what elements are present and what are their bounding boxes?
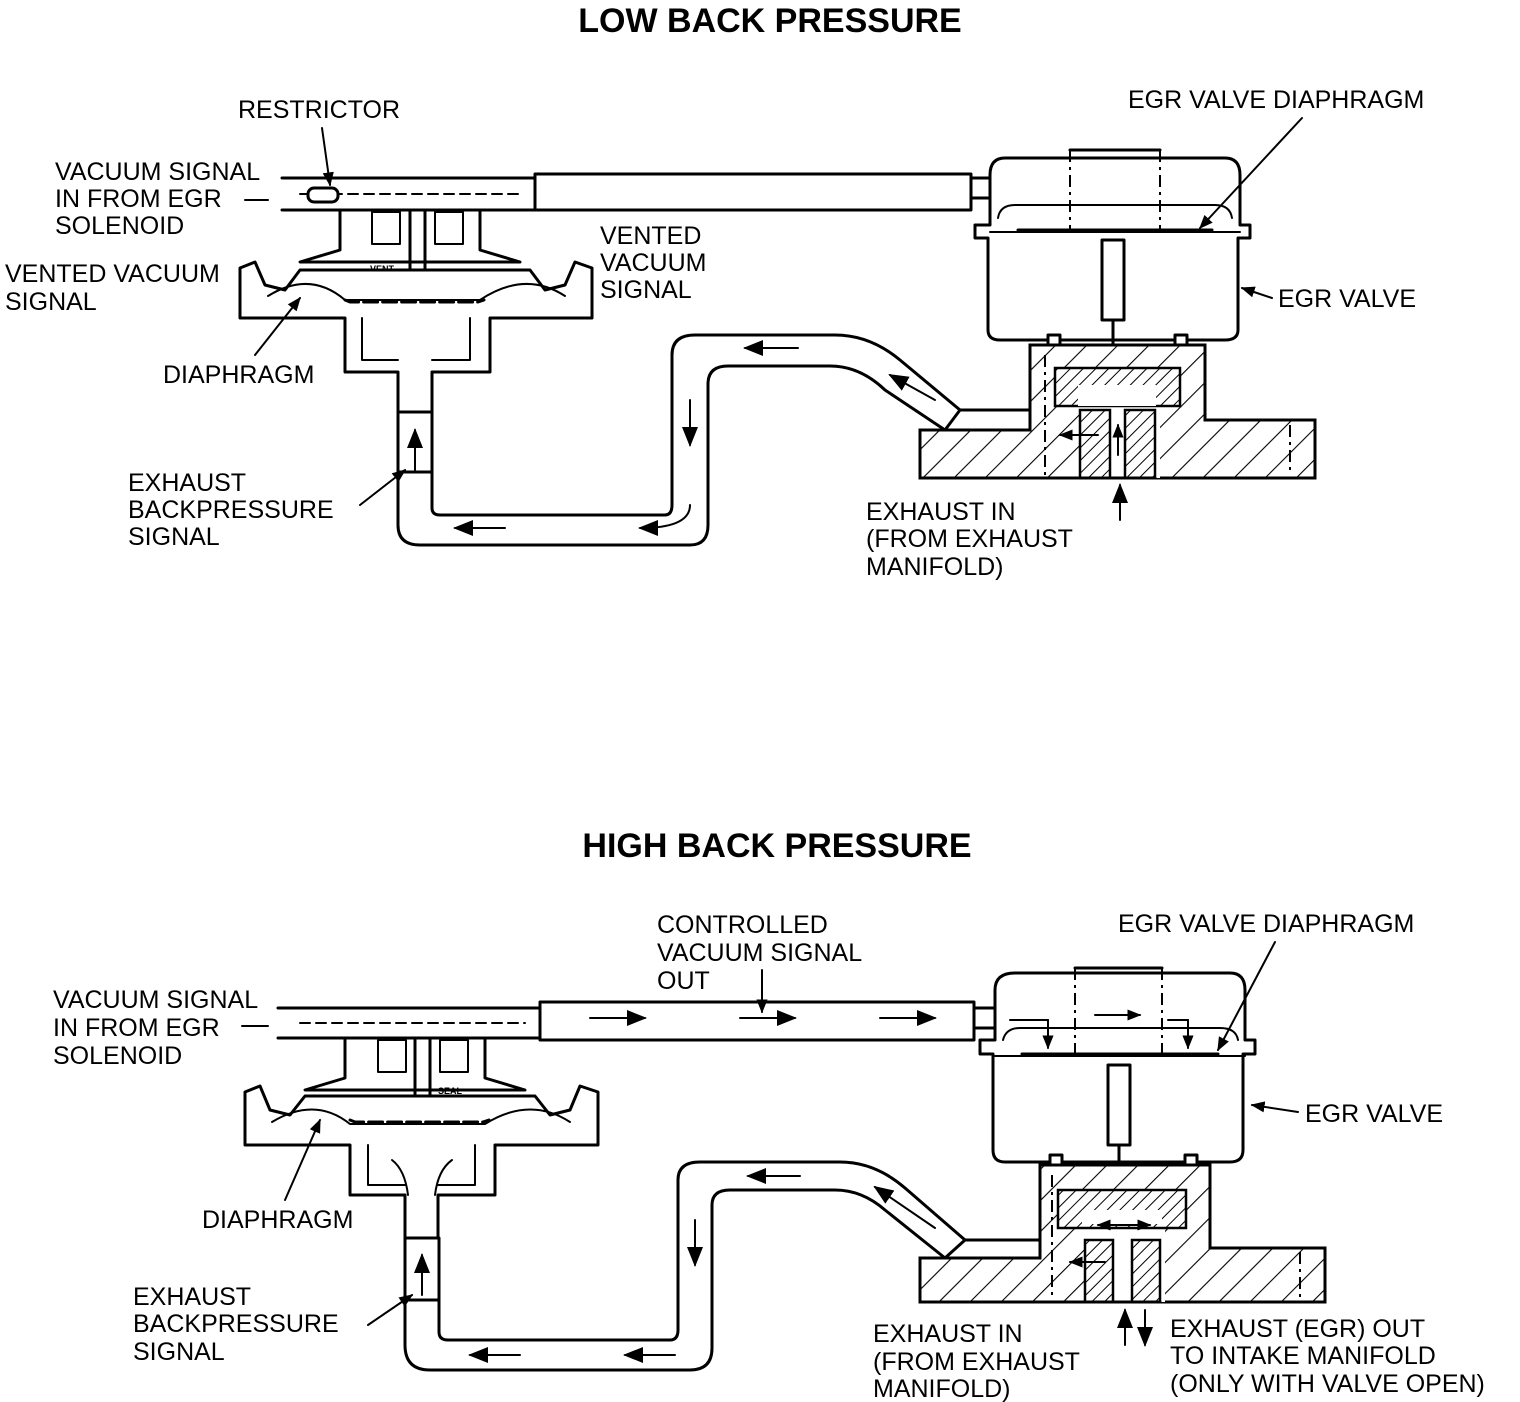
high-egr-diaphragm-label: EGR VALVE DIAPHRAGM xyxy=(1118,910,1414,938)
low-vented-right-label-1: VENTED xyxy=(600,222,701,250)
high-egr-out-label-1: EXHAUST (EGR) OUT xyxy=(1170,1315,1425,1343)
high-pressure-section: HIGH BACK PRESSURE SEAL xyxy=(53,827,1485,1402)
low-backpressure-label-2: BACKPRESSURE xyxy=(128,496,334,524)
low-vented-left-label-2: SIGNAL xyxy=(5,288,97,316)
high-diaphragm-label: DIAPHRAGM xyxy=(202,1206,353,1234)
high-egr-out-label-2: TO INTAKE MANIFOLD xyxy=(1170,1342,1436,1370)
high-backpressure-label-1: EXHAUST xyxy=(133,1283,251,1311)
high-egr-valve-label: EGR VALVE xyxy=(1305,1100,1443,1128)
high-bp-line-inner xyxy=(437,1160,967,1342)
high-backpressure-label-3: SIGNAL xyxy=(133,1338,225,1366)
high-backpressure-label-2: BACKPRESSURE xyxy=(133,1310,339,1338)
low-exhaust-in-label-3: MANIFOLD) xyxy=(866,553,1004,581)
low-vented-right-label-2: VACUUM xyxy=(600,249,706,277)
low-bp-line-inner xyxy=(430,333,962,517)
low-egr-diaphragm-label: EGR VALVE DIAPHRAGM xyxy=(1128,86,1424,114)
low-vented-right-label-3: SIGNAL xyxy=(600,276,692,304)
high-vacuum-in-label-1: VACUUM SIGNAL xyxy=(53,986,258,1014)
high-vacuum-hose xyxy=(538,1000,976,1042)
high-exhaust-in-label-3: MANIFOLD) xyxy=(873,1375,1011,1402)
low-diaphragm-label: DIAPHRAGM xyxy=(163,361,314,389)
low-exhaust-in-label-2: (FROM EXHAUST xyxy=(866,525,1073,553)
low-exhaust-in-label-1: EXHAUST IN xyxy=(866,498,1016,526)
high-controlled-label-2: VACUUM SIGNAL xyxy=(657,939,862,967)
high-valve-stem xyxy=(1106,1063,1132,1147)
low-valve-stem xyxy=(1100,238,1126,322)
high-exhaust-in-label-1: EXHAUST IN xyxy=(873,1320,1023,1348)
high-exhaust-in-label-2: (FROM EXHAUST xyxy=(873,1348,1080,1376)
low-vacuum-in-label-2: IN FROM EGR xyxy=(55,185,222,213)
high-controlled-label-3: OUT xyxy=(657,967,710,995)
low-pressure-section: LOW BACK PRESSURE VENT xyxy=(5,2,1424,581)
high-title: HIGH BACK PRESSURE xyxy=(582,827,971,865)
low-egr-valve-label: EGR VALVE xyxy=(1278,285,1416,313)
low-bp-line-outer xyxy=(396,364,947,547)
high-controlled-label-1: CONTROLLED xyxy=(657,911,828,939)
high-vacuum-in-label-2: IN FROM EGR xyxy=(53,1014,220,1042)
high-lower-housing xyxy=(243,1084,600,1240)
low-vacuum-in-label-3: SOLENOID xyxy=(55,212,184,240)
high-vacuum-in-label-3: SOLENOID xyxy=(53,1042,182,1070)
low-vented-left-label-1: VENTED VACUUM xyxy=(5,260,220,288)
low-egr-valve xyxy=(918,148,1317,480)
low-title: LOW BACK PRESSURE xyxy=(578,2,961,40)
high-bp-line-outer xyxy=(403,1188,947,1372)
low-lower-housing xyxy=(238,260,594,414)
low-backpressure-label-1: EXHAUST xyxy=(128,469,246,497)
low-transducer: VENT xyxy=(238,176,594,474)
low-backpressure-label-3: SIGNAL xyxy=(128,523,220,551)
low-restrictor-plug xyxy=(306,186,340,204)
low-restrictor-label: RESTRICTOR xyxy=(238,96,400,124)
low-vacuum-hose xyxy=(533,172,973,212)
high-egr-valve xyxy=(918,966,1327,1304)
low-vacuum-in-label-1: VACUUM SIGNAL xyxy=(55,158,260,186)
high-egr-out-label-3: (ONLY WITH VALVE OPEN) xyxy=(1170,1370,1485,1398)
high-seal-mark: SEAL xyxy=(438,1086,463,1096)
